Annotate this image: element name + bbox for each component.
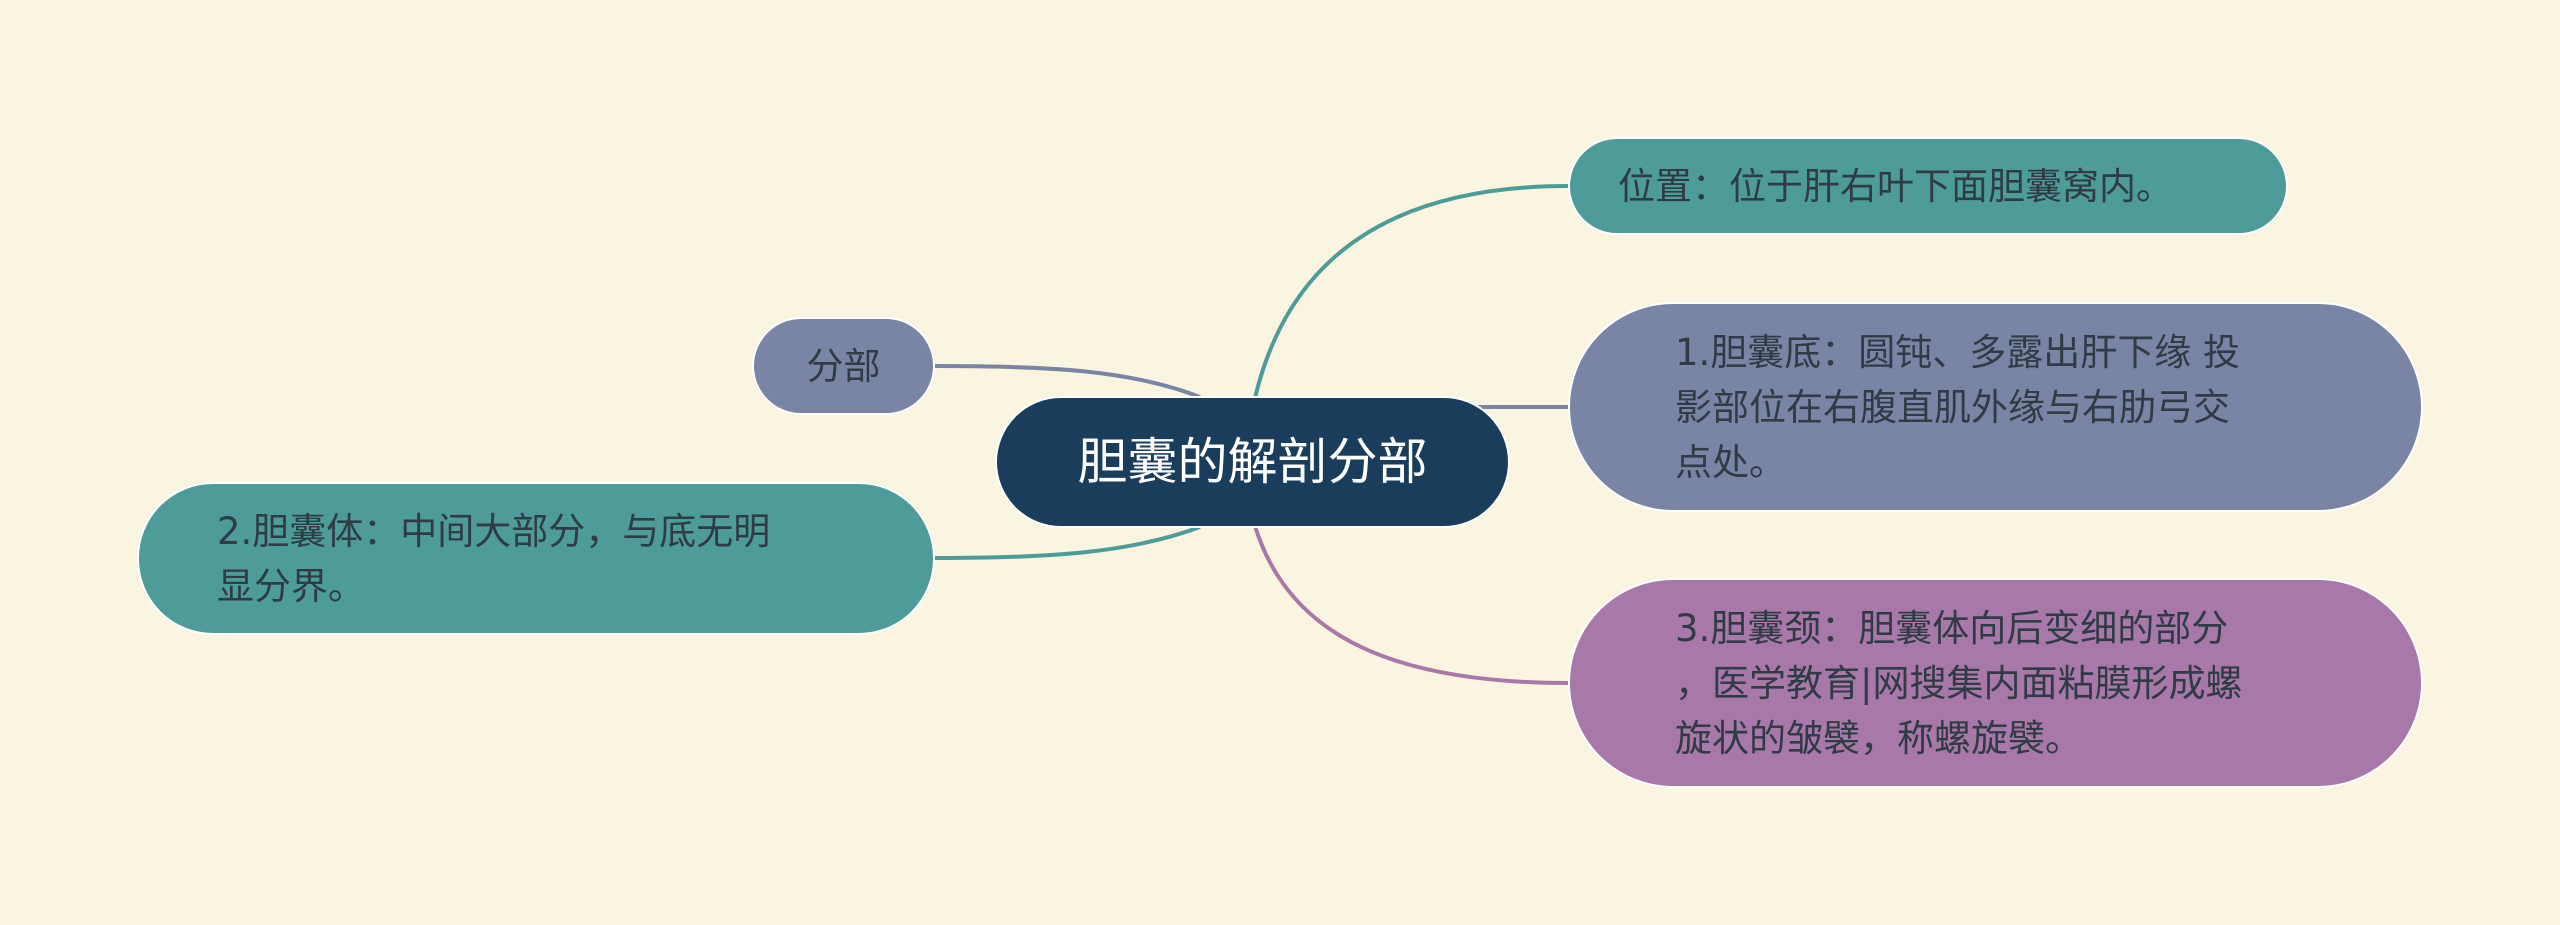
connector-body [934, 525, 1201, 560]
connector-fenbu [934, 364, 1201, 399]
central-topic[interactable]: 胆囊的解剖分部 [995, 396, 1510, 528]
branch-gallbladder-neck[interactable]: 3.胆囊颈：胆囊体向后变细的部分 ，医学教育|网搜集内面粘膜形成螺 旋状的皱襞，… [1568, 578, 2423, 788]
branch-fenbu-label: 分部 [806, 344, 881, 388]
branch-gallbladder-body[interactable]: 2.胆囊体：中间大部分，与底无明 显分界。 [137, 482, 935, 635]
branch-gallbladder-fundus-label: 1.胆囊底：圆钝、多露出肝下缘 投 影部位在右腹直肌外缘与右肋弓交 点处。 [1675, 330, 2241, 484]
central-topic-label: 胆囊的解剖分部 [1077, 432, 1428, 491]
branch-fenbu[interactable]: 分部 [752, 317, 935, 415]
branch-location[interactable]: 位置：位于肝右叶下面胆囊窝内。 [1568, 137, 2288, 235]
connector-neck [1253, 525, 1569, 685]
branch-gallbladder-body-label: 2.胆囊体：中间大部分，与底无明 显分界。 [217, 509, 771, 608]
connector-location [1253, 184, 1569, 399]
branch-location-label: 位置：位于肝右叶下面胆囊窝内。 [1618, 164, 2173, 208]
branch-gallbladder-fundus[interactable]: 1.胆囊底：圆钝、多露出肝下缘 投 影部位在右腹直肌外缘与右肋弓交 点处。 [1568, 302, 2423, 512]
branch-gallbladder-neck-label: 3.胆囊颈：胆囊体向后变细的部分 ，医学教育|网搜集内面粘膜形成螺 旋状的皱襞，… [1675, 606, 2243, 760]
